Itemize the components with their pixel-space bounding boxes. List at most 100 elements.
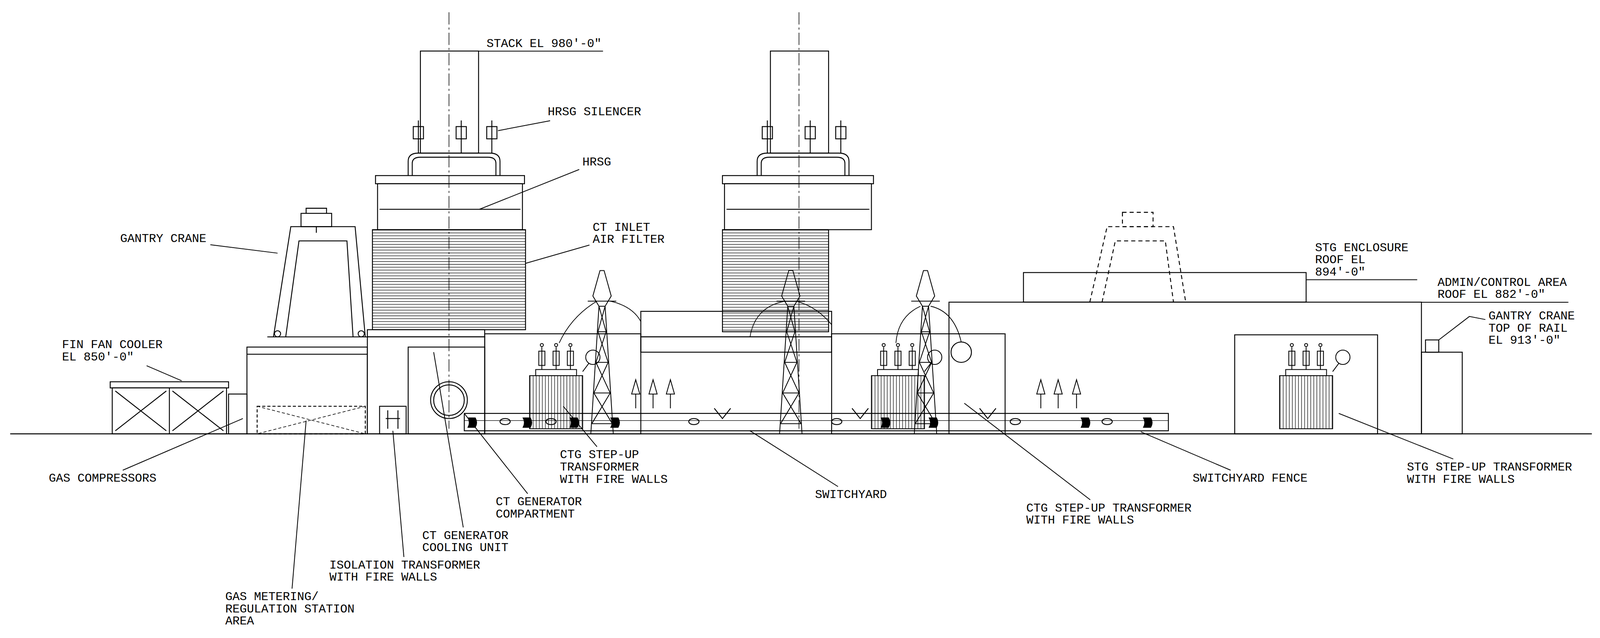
leader-line (1421, 301, 1569, 303)
overhead-wires (559, 301, 962, 344)
callout-label: ADMIN/CONTROL AREA ROOF EL 882'-0" (1436, 276, 1569, 302)
leader-line (433, 352, 464, 528)
callout-label: STACK EL 980'-0" (485, 37, 604, 51)
ct-building (379, 406, 407, 435)
callout-label: CT GENERATOR COOLING UNIT (421, 530, 510, 555)
gantry-crane (305, 208, 327, 233)
leader-line (1338, 413, 1454, 460)
compressor-skid (228, 394, 247, 435)
overhead-wires (610, 301, 642, 322)
leader-line (122, 418, 243, 471)
hrsg-unit (722, 229, 829, 332)
gantry-crane (273, 226, 366, 337)
gantry-crane (274, 330, 281, 337)
transformer-enclosure (1234, 335, 1378, 435)
switchyard-rail (714, 408, 997, 419)
callout-label: GANTRY CRANE (119, 232, 208, 246)
gantry-crane (301, 213, 332, 227)
leader-line (479, 169, 580, 210)
symbols (610, 417, 620, 429)
callout-label: HRSG SILENCER (546, 106, 643, 119)
ct-building (408, 347, 485, 435)
ct-building (385, 410, 401, 429)
hrsg-unit (761, 157, 845, 176)
fin-fan-cooler (112, 388, 227, 435)
ct-building (367, 329, 485, 338)
gantry-crane (1089, 212, 1186, 302)
hrsg-unit (809, 120, 811, 154)
callout-label: HRSG (581, 156, 613, 169)
leader-line (146, 365, 182, 381)
gantry-crane (267, 208, 370, 338)
leader-line (392, 430, 405, 558)
hrsg-unit (770, 51, 829, 154)
callout-label: STG STEP-UP TRANSFORMER WITH FIRE WALLS (1406, 461, 1574, 486)
overhead-wires (749, 301, 786, 338)
leader-line (563, 406, 598, 448)
hrsg-unit (375, 175, 525, 184)
overhead-wires (895, 306, 921, 344)
fin-fan-cooler (168, 388, 170, 435)
leader-line (749, 430, 839, 487)
hrsg-unit (460, 120, 462, 154)
elevation-lines (10, 12, 1593, 435)
leader-line (964, 403, 1091, 500)
hrsg-unit (757, 153, 849, 176)
symbols (880, 417, 891, 429)
symbols (1072, 379, 1081, 409)
leader-line (291, 420, 306, 590)
symbols (911, 270, 940, 435)
switchyard-rail (831, 418, 843, 425)
leader-line (525, 245, 590, 264)
pipe-rack (640, 337, 832, 353)
symbols (587, 270, 617, 435)
leader-line (497, 120, 551, 131)
hrsg-unit (766, 120, 768, 154)
gas-compressor-building (257, 406, 366, 435)
symbols (467, 270, 1351, 435)
switchyard-rail (1010, 418, 1021, 425)
symbols (649, 379, 657, 409)
pipe-rack (640, 311, 832, 353)
symbols (1036, 379, 1045, 409)
symbols (776, 270, 806, 435)
gas-compressor-building (246, 353, 368, 355)
pipe-rack (640, 311, 832, 338)
hrsg-unit (412, 157, 496, 176)
gantry-crane (267, 336, 370, 338)
gantry-crane (1122, 212, 1154, 227)
leader-line (1438, 316, 1486, 341)
leader-line (1140, 432, 1231, 471)
hrsg-unit (798, 12, 800, 429)
symbols (1279, 343, 1351, 429)
leader-line (464, 413, 528, 494)
leader-line (210, 244, 278, 254)
callout-label: CTG STEP-UP TRANSFORMER WITH FIRE WALLS (559, 449, 670, 486)
rail-support (1421, 352, 1462, 435)
callout-label: CT INLET AIR FILTER (591, 221, 667, 247)
ct-building (367, 329, 485, 435)
switchyard-rail (1102, 418, 1113, 425)
hrsg-unit (722, 175, 874, 184)
symbols (1080, 417, 1091, 429)
hrsg-unit (408, 153, 500, 176)
overhead-wires (795, 301, 832, 325)
rail-support (1421, 339, 1462, 435)
callout-label: GANTRY CRANE TOP OF RAIL EL 913'-0" (1487, 310, 1577, 348)
gas-compressor-building (257, 406, 366, 435)
admin-control-building (948, 302, 1422, 435)
hrsg-unit (491, 120, 493, 154)
gas-compressor-building (246, 347, 368, 435)
fin-fan-cooler (110, 381, 229, 388)
leader-line (1306, 279, 1417, 281)
callout-label: SWITCHYARD FENCE (1191, 472, 1310, 486)
gantry-crane (1089, 226, 1186, 302)
gantry-crane (358, 330, 365, 337)
gantry-crane (1102, 240, 1174, 303)
ct-building (367, 337, 485, 435)
gas-compressor-building (246, 347, 368, 435)
overhead-wires (559, 301, 598, 344)
hrsg-unit (840, 120, 842, 154)
callout-label: STG ENCLOSURE ROOF EL 894'-0" (1314, 242, 1418, 279)
